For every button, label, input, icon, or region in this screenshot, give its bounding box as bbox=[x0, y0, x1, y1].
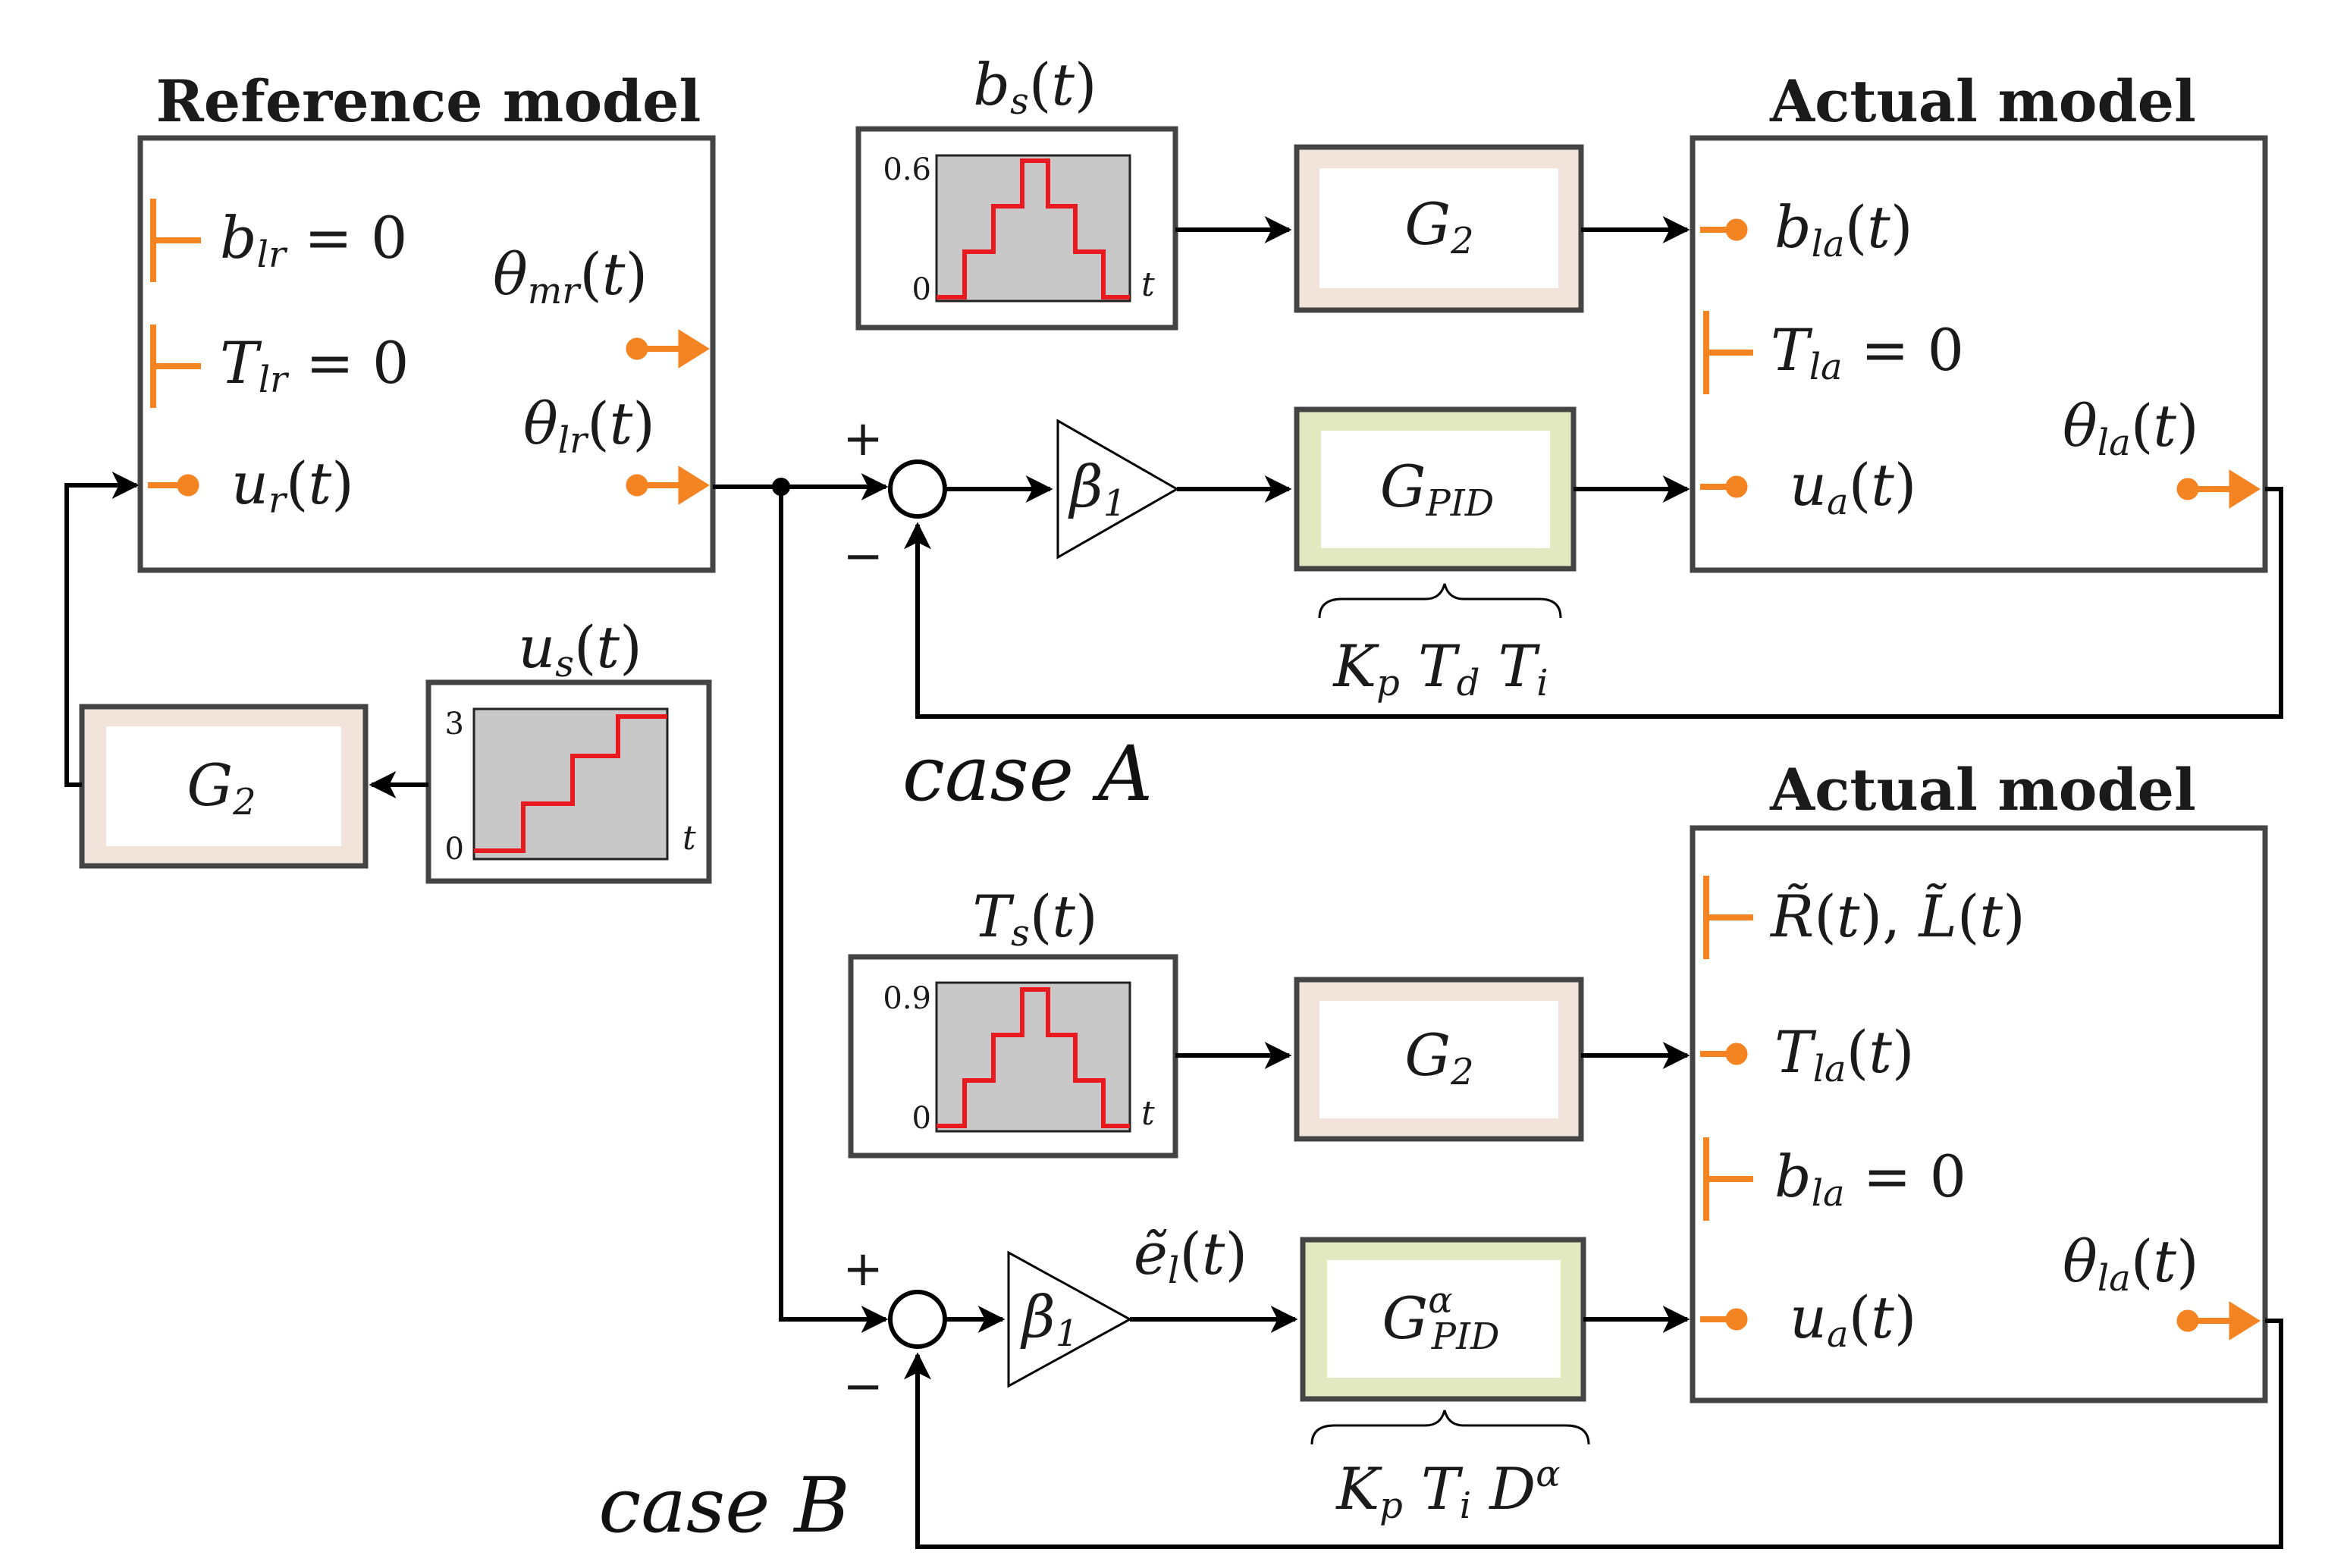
ts-signal-block: Ts(t) 0.9 0 t bbox=[848, 883, 1178, 1159]
signal-wires bbox=[64, 216, 2283, 1549]
theta-la-port-b bbox=[2176, 1301, 2261, 1341]
ua-label-b: ua(t) bbox=[1790, 1284, 1916, 1356]
actual-model-a-title: Actual model bbox=[1769, 67, 2196, 135]
us-ymax: 3 bbox=[445, 707, 464, 742]
g2-block-case-b: G2 bbox=[1294, 977, 1584, 1142]
wire-to-sum-b bbox=[779, 487, 889, 1333]
actual-model-a: Actual model bla(t) Tla = 0 ua(t) θla(t) bbox=[1690, 67, 2268, 573]
theta-lr-label: θlr(t) bbox=[523, 390, 655, 462]
tla-port bbox=[1700, 1043, 1748, 1065]
g2-block-case-a: G2 bbox=[1294, 144, 1584, 313]
reference-model-title: Reference model bbox=[156, 67, 701, 135]
tlr-label: Tlr = 0 bbox=[220, 329, 409, 401]
us-signal-block: us(t) 3 0 t bbox=[425, 613, 712, 884]
plus-sign-a: + bbox=[842, 411, 883, 467]
minus-sign-a: − bbox=[842, 528, 883, 585]
actual-model-b-title: Actual model bbox=[1769, 756, 2196, 823]
pid-params-brace: Kp Td Ti bbox=[1318, 583, 1562, 704]
us-box bbox=[425, 679, 712, 884]
ts-plot-area bbox=[935, 981, 1131, 1133]
actual-model-a-box bbox=[1690, 135, 2268, 573]
rl-label: R̃(t), L̃(t) bbox=[1769, 882, 2025, 950]
blr-label: blr = 0 bbox=[220, 204, 407, 276]
blr-port bbox=[150, 199, 201, 282]
sum-junction-b: + − bbox=[842, 1241, 947, 1415]
reference-model: Reference model blr = 0 Tlr = 0 ur(t) θm… bbox=[137, 67, 716, 573]
bs-step-curve bbox=[937, 158, 1130, 299]
plus-sign-b: + bbox=[842, 1241, 883, 1297]
us-step-curve bbox=[474, 714, 667, 853]
bs-plot-area bbox=[935, 154, 1131, 303]
us-xlabel: t bbox=[682, 819, 696, 858]
tla-zero-port bbox=[1703, 311, 1753, 394]
sum-junction-a: + − bbox=[842, 411, 947, 585]
ts-xlabel: t bbox=[1141, 1094, 1155, 1133]
rl-port bbox=[1703, 876, 1753, 959]
ts-ymin: 0 bbox=[912, 1101, 931, 1136]
bla-port bbox=[1700, 218, 1748, 241]
frac-params-brace: Kp Ti Dα bbox=[1310, 1410, 1590, 1527]
bla-zero-port bbox=[1703, 1137, 1753, 1221]
ua-port-a bbox=[1700, 475, 1748, 498]
actual-model-b: Actual model R̃(t), L̃(t) Tla(t) bla = 0… bbox=[1690, 756, 2268, 1403]
wire-feedback-a bbox=[904, 487, 2283, 719]
bla-zero-label: bla = 0 bbox=[1774, 1143, 1966, 1215]
pid-params-label: Kp Td Ti bbox=[1332, 632, 1548, 704]
ts-label: Ts(t) bbox=[972, 883, 1097, 955]
reference-model-box bbox=[137, 135, 716, 573]
bla-label: bla(t) bbox=[1774, 193, 1912, 265]
tlr-port bbox=[150, 325, 201, 408]
us-ymin: 0 bbox=[445, 832, 464, 867]
tla-zero-label: Tla = 0 bbox=[1771, 316, 1964, 388]
beta-label-a: β1 bbox=[1068, 453, 1126, 525]
ua-label-a: ua(t) bbox=[1790, 451, 1916, 523]
beta-label-b: β1 bbox=[1020, 1283, 1078, 1355]
us-label: us(t) bbox=[518, 613, 642, 685]
theta-mr-label: θmr(t) bbox=[493, 240, 648, 312]
minus-sign-b: − bbox=[842, 1359, 883, 1415]
ts-ymax: 0.9 bbox=[883, 981, 931, 1016]
beta-gain-b: β1 bbox=[1007, 1250, 1133, 1388]
bs-ymax: 0.6 bbox=[883, 152, 931, 187]
bs-xlabel: t bbox=[1141, 265, 1155, 304]
ts-step-curve bbox=[937, 987, 1130, 1128]
tla-label: Tla(t) bbox=[1774, 1018, 1915, 1090]
ua-port-b bbox=[1700, 1308, 1748, 1331]
theta-la-label-b: θla(t) bbox=[2063, 1228, 2199, 1300]
theta-mr-port bbox=[626, 329, 710, 368]
ur-port bbox=[148, 474, 199, 497]
bs-ymin: 0 bbox=[912, 272, 931, 307]
theta-la-port-a bbox=[2176, 469, 2261, 509]
error-signal-label: ẽl(t) bbox=[1134, 1220, 1247, 1292]
case-b-label: case B bbox=[598, 1461, 849, 1550]
beta-gain-a: β1 bbox=[1056, 419, 1180, 560]
actual-model-b-box bbox=[1690, 825, 2268, 1403]
ur-label: ur(t) bbox=[231, 450, 354, 522]
gpid-block: GPID bbox=[1294, 406, 1577, 572]
wire-feedback-b bbox=[904, 1319, 2283, 1549]
theta-la-label-a: θla(t) bbox=[2063, 392, 2199, 464]
case-a-label: case A bbox=[902, 729, 1153, 818]
wire-g2-to-ur bbox=[64, 472, 140, 787]
frac-params-label: Kp Ti Dα bbox=[1335, 1453, 1560, 1527]
bs-label: bs(t) bbox=[973, 51, 1097, 123]
bs-signal-block: bs(t) 0.6 0 t bbox=[855, 51, 1178, 331]
g2-block-reference: G2 bbox=[79, 704, 369, 869]
theta-lr-port bbox=[626, 466, 710, 505]
